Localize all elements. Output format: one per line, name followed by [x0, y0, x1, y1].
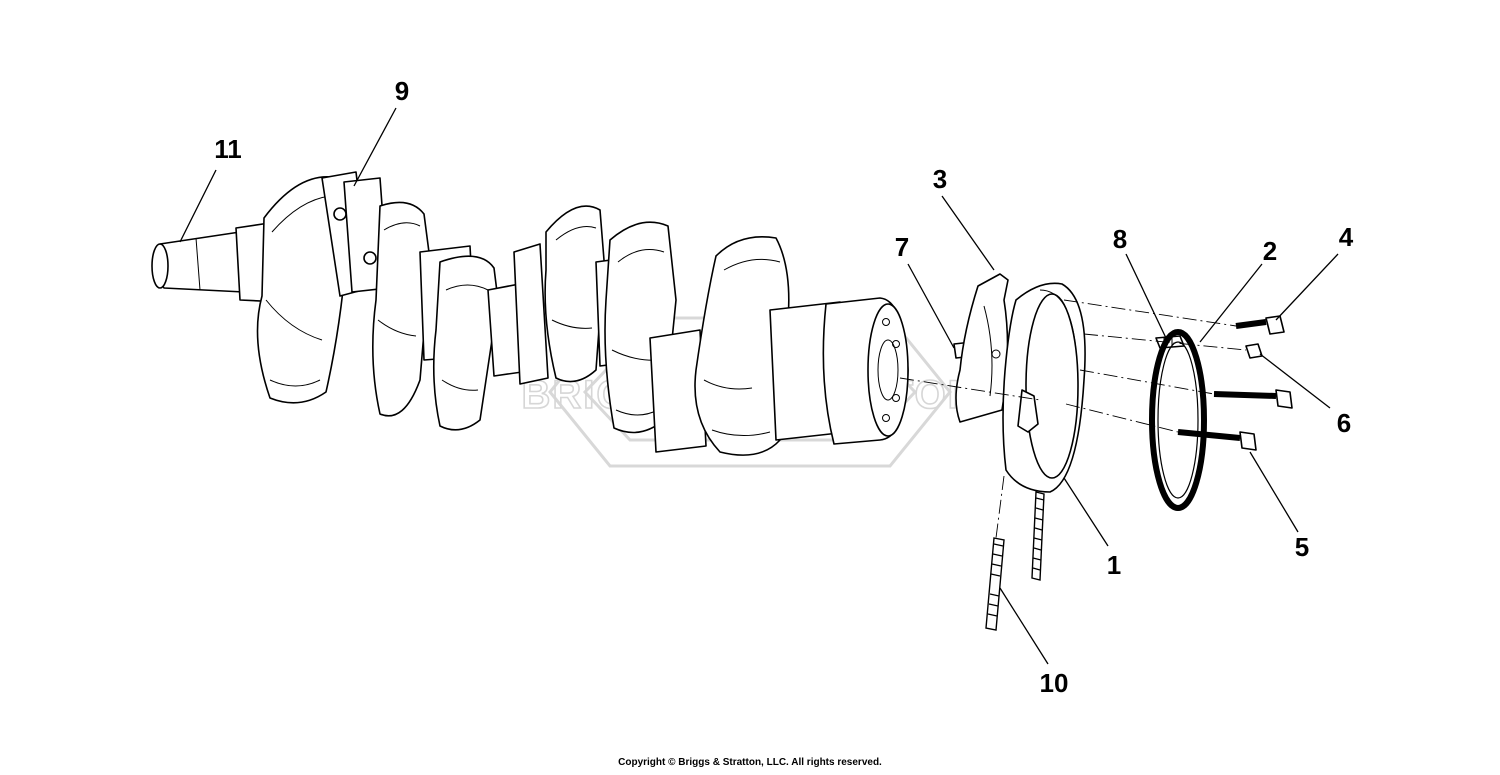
short-bolt[interactable] [1235, 315, 1285, 335]
seal-housing[interactable] [1002, 282, 1086, 493]
callout-1: 1 [1107, 550, 1121, 580]
callouts: 11 9 3 7 8 2 4 6 5 1 10 [214, 76, 1354, 698]
oil-seal[interactable] [1149, 329, 1207, 511]
studs[interactable] [985, 491, 1045, 631]
callout-11: 11 [214, 134, 242, 164]
nut[interactable] [1245, 343, 1263, 359]
callout-2: 2 [1263, 236, 1277, 266]
callout-6: 6 [1337, 408, 1351, 438]
callout-7: 7 [895, 232, 909, 262]
callout-4: 4 [1339, 222, 1354, 252]
crankshaft-body[interactable] [256, 171, 909, 456]
gasket[interactable] [955, 273, 1009, 423]
assembly-lines [899, 299, 1247, 539]
callout-3: 3 [933, 164, 947, 194]
callout-5: 5 [1295, 532, 1309, 562]
copyright-notice: Copyright © Briggs & Stratton, LLC. All … [618, 757, 882, 768]
callout-10: 10 [1040, 668, 1069, 698]
callout-8: 8 [1113, 224, 1127, 254]
callout-9: 9 [395, 76, 409, 106]
long-bolts[interactable] [1177, 389, 1293, 451]
leader-lines [179, 107, 1339, 665]
